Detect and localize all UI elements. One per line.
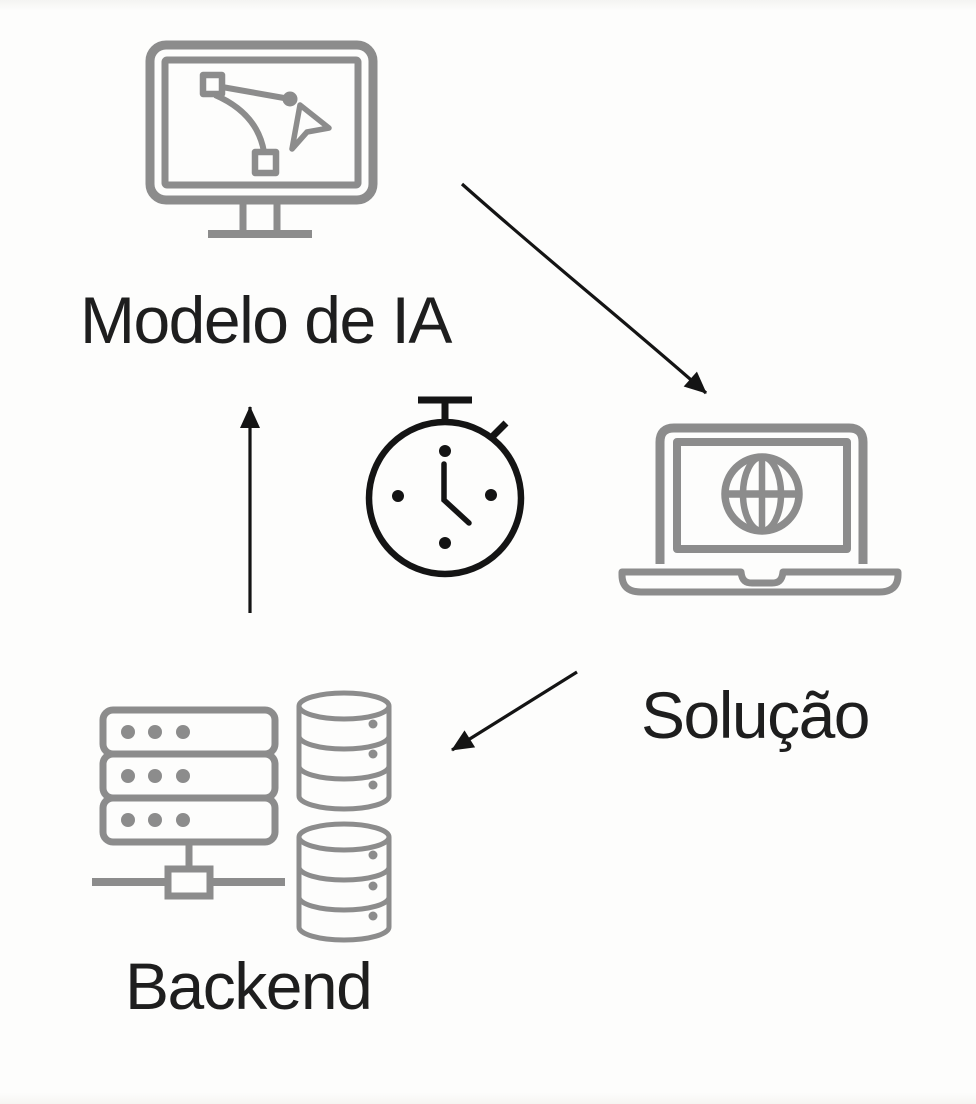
bezier-design-monitor-icon — [145, 40, 378, 238]
stopwatch-icon — [365, 396, 525, 578]
server-led-dots — [121, 725, 190, 827]
label-modelo-de-ia: Modelo de IA — [80, 283, 452, 357]
label-backend: Backend — [125, 949, 373, 1023]
arrow-model-to-solution — [460, 182, 708, 395]
server-database-icon — [92, 690, 392, 943]
database-cylinder-top — [296, 690, 392, 812]
database-cylinder-bottom — [296, 821, 392, 943]
laptop-globe-icon — [618, 423, 902, 596]
arrow-solution-to-backend — [451, 670, 578, 752]
label-solucao: Solução — [641, 678, 871, 752]
